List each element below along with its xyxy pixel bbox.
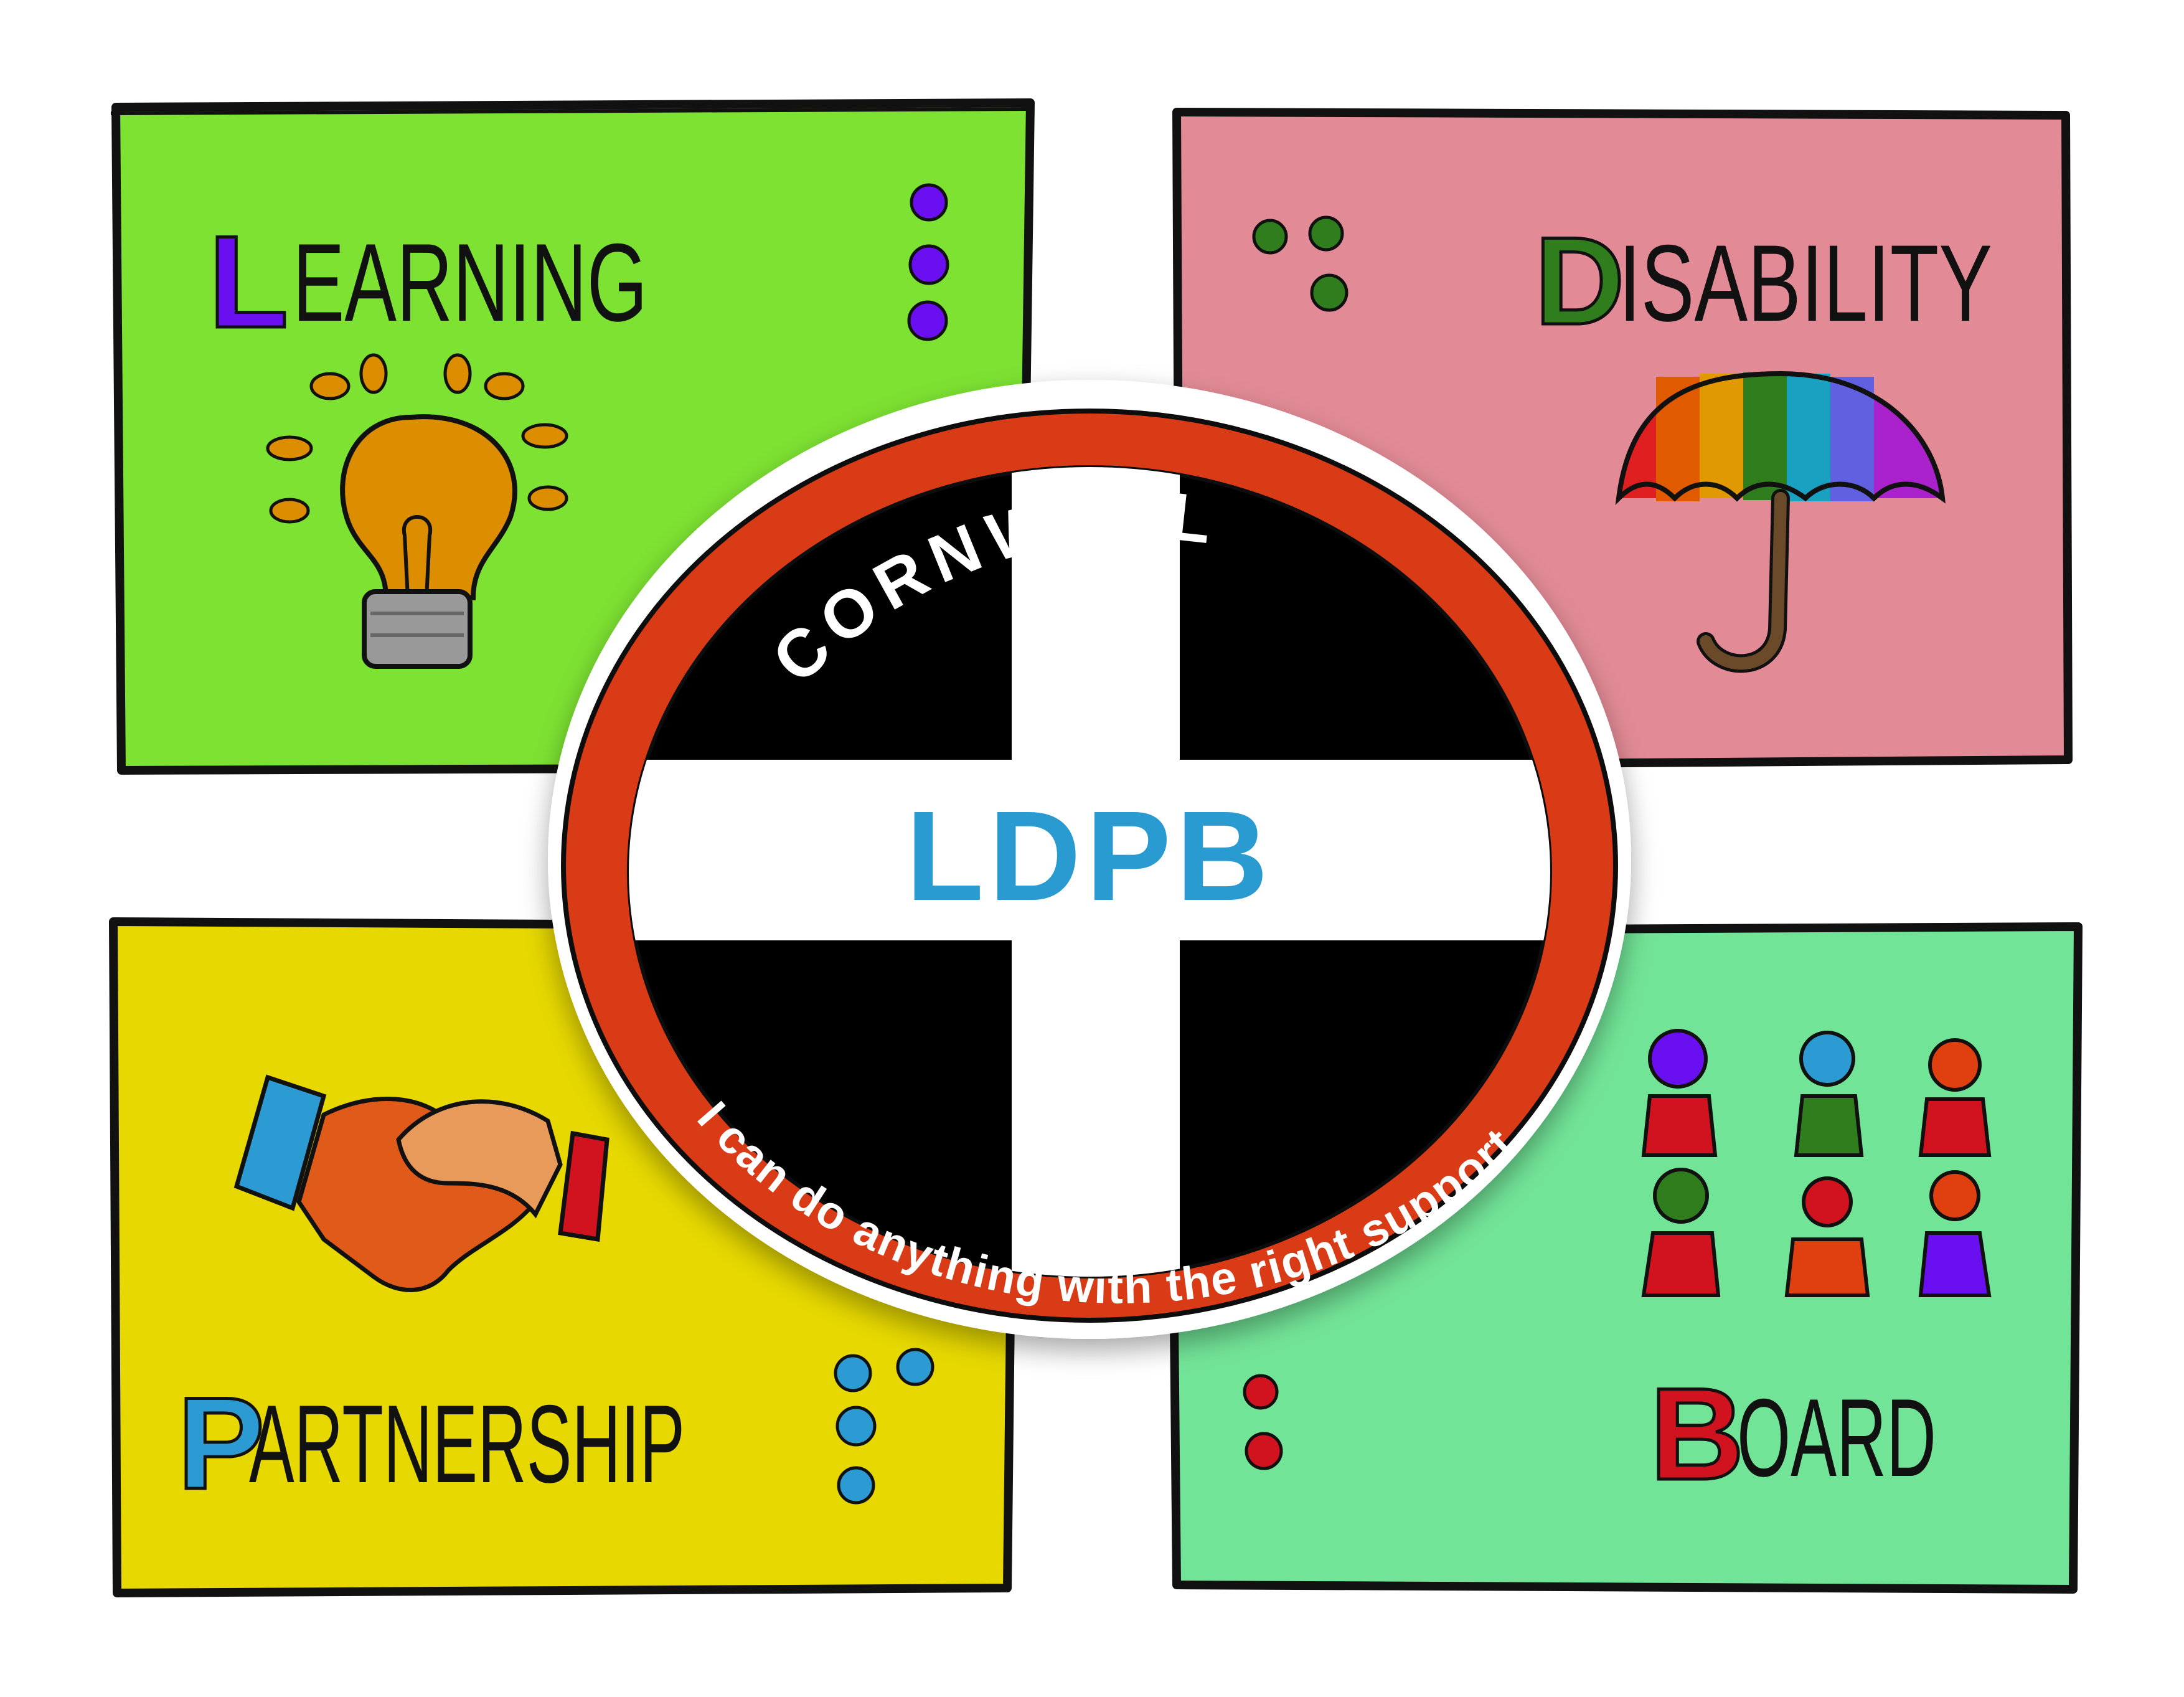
- cornwall-badge: [548, 380, 1631, 1339]
- braille-dots-l: [907, 183, 949, 341]
- svg-text:D: D: [1535, 212, 1624, 351]
- svg-text:ISABILITY: ISABILITY: [1619, 223, 1992, 344]
- braille-dots-p: [834, 1348, 934, 1505]
- rainbow-umbrella-icon: [1615, 371, 1946, 673]
- board-word: B OARD: [1649, 1359, 1937, 1509]
- svg-text:P: P: [177, 1370, 265, 1516]
- svg-text:ARTNERSHIP: ARTNERSHIP: [249, 1382, 685, 1506]
- lightbulb-icon: [266, 353, 568, 669]
- svg-text:EARNING: EARNING: [293, 220, 647, 344]
- partnership-word: P ARTNERSHIP: [176, 1369, 685, 1518]
- braille-dots-d: [1252, 215, 1349, 312]
- handshake-icon: [233, 1074, 610, 1292]
- svg-text:L: L: [209, 209, 288, 355]
- badge-center-text: LDPB: [906, 785, 1273, 927]
- svg-text:B: B: [1650, 1361, 1744, 1507]
- cornwall-flag-cross: [629, 467, 1550, 1277]
- svg-text:OARD: OARD: [1737, 1376, 1936, 1500]
- people-group-icon: [1641, 1029, 1992, 1297]
- disability-word: D ISABILITY: [1533, 210, 1993, 352]
- learning-word: L EARNING: [207, 207, 648, 357]
- braille-dots-b: [1243, 1374, 1283, 1470]
